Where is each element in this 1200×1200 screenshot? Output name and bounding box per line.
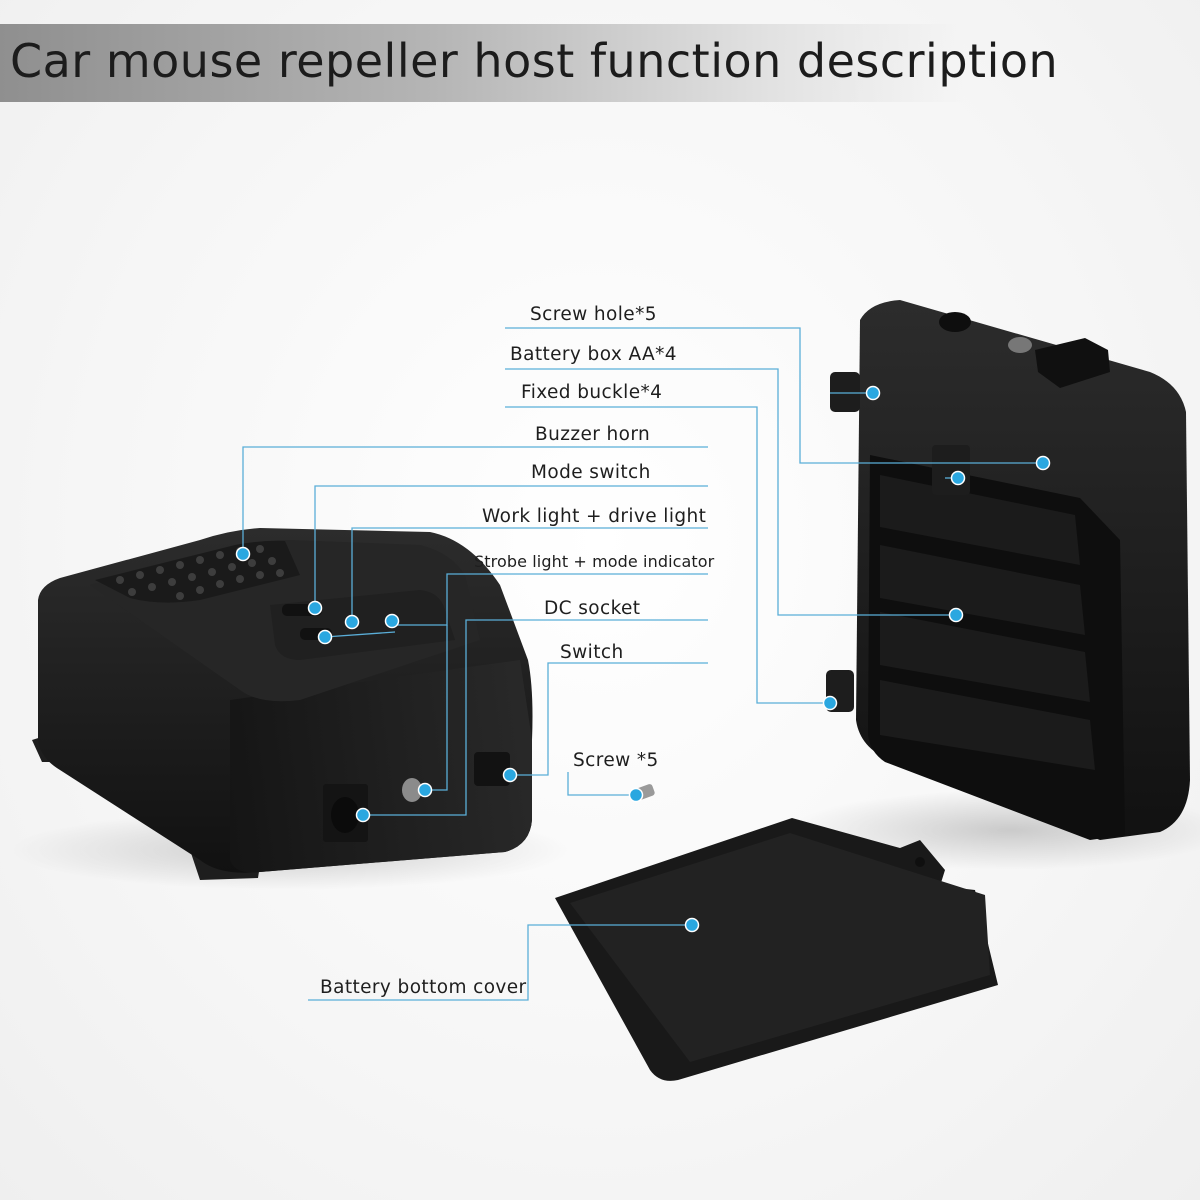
label-switch: Switch bbox=[560, 642, 624, 663]
title-banner bbox=[0, 24, 965, 102]
label-battery-cover: Battery bottom cover bbox=[320, 977, 527, 998]
callout-markers bbox=[235, 385, 1051, 933]
page-title: Car mouse repeller host function descrip… bbox=[10, 34, 1059, 88]
host-unit bbox=[10, 528, 570, 890]
label-screw-hole: Screw hole*5 bbox=[530, 304, 657, 325]
label-screw: Screw *5 bbox=[573, 750, 659, 771]
label-fixed-buckle: Fixed buckle*4 bbox=[521, 382, 663, 403]
battery-cover-part bbox=[555, 818, 998, 1081]
label-work-light: Work light + drive light bbox=[482, 506, 707, 527]
label-dc-socket: DC socket bbox=[544, 598, 641, 619]
label-mode-switch: Mode switch bbox=[531, 462, 651, 483]
label-battery-box: Battery box AA*4 bbox=[510, 344, 677, 365]
leader-lines bbox=[242, 327, 1043, 1001]
label-buzzer-horn: Buzzer horn bbox=[535, 424, 651, 445]
battery-box-unit bbox=[790, 300, 1200, 870]
label-strobe-light: Strobe light + mode indicator bbox=[474, 552, 715, 571]
